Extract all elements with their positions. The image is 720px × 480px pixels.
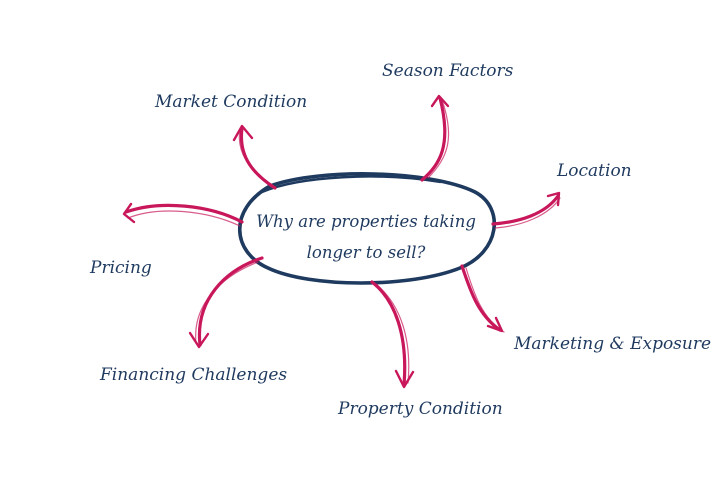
central-topic: Why are properties taking longer to sell… <box>237 172 497 285</box>
arrow-financing-challenges <box>188 256 264 349</box>
branch-label-location: Location <box>556 161 632 181</box>
branch-label-marketing-exposure: Marketing & Exposure <box>513 334 711 354</box>
central-question-line-1: Why are properties taking <box>256 212 476 231</box>
branch-label-pricing: Pricing <box>89 258 152 278</box>
branch-label-financing-challenges: Financing Challenges <box>99 365 287 385</box>
arrow-location <box>491 191 561 229</box>
arrow-marketing-exposure <box>460 264 505 333</box>
arrow-property-condition <box>370 280 415 389</box>
branch-label-market-condition: Market Condition <box>154 92 307 112</box>
branch-label-property-condition: Property Condition <box>337 399 503 419</box>
central-oval <box>237 172 497 285</box>
arrow-season-factors <box>420 94 450 182</box>
central-question-line-2: longer to sell? <box>307 243 426 262</box>
arrow-pricing <box>122 202 244 227</box>
arrow-market-condition <box>232 124 277 190</box>
central-oval-overlap <box>260 175 442 194</box>
branch-label-season-factors: Season Factors <box>382 61 514 81</box>
